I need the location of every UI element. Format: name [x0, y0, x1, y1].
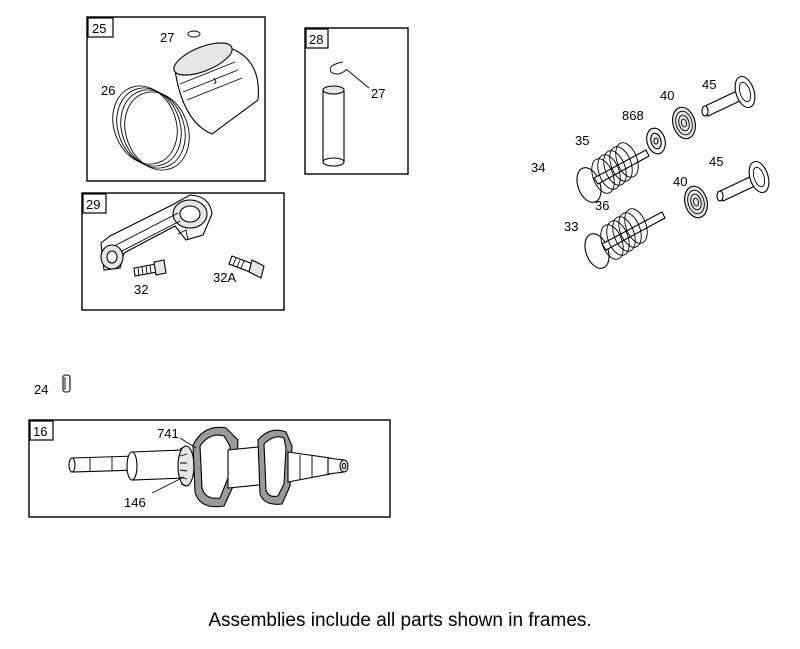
callout-36: 36: [595, 198, 609, 213]
frame-28: 28 27: [304, 27, 409, 175]
callout-40: 40: [673, 174, 687, 189]
valve-34-part: [576, 149, 650, 203]
callout-868: 868: [622, 108, 644, 123]
callout-45: 45: [702, 77, 716, 92]
rod-bolt-32-part: [133, 259, 167, 277]
rod-bolt-32a-part: [228, 255, 265, 279]
piston-rings-part: [112, 85, 190, 171]
frame-29: 29 32 32A: [81, 192, 285, 311]
callout-32a: 32A: [213, 270, 236, 285]
callout-34: 34: [531, 160, 545, 175]
callout-24: 24: [34, 382, 48, 397]
callout-40: 40: [660, 88, 674, 103]
callout-741: 741: [157, 426, 179, 441]
spring-35-part: [591, 142, 639, 194]
pin-clip-part: [329, 61, 347, 75]
crankshaft-part: [68, 426, 349, 508]
tappet-45-lower-part: [716, 160, 770, 202]
piston-pin-part: [322, 85, 345, 167]
callout-32: 32: [134, 282, 148, 297]
frame-28-label: 28: [309, 32, 323, 47]
valve-train: 45 40 868 35 34: [531, 75, 770, 269]
connecting-rod-part: [100, 194, 213, 271]
callout-146: 146: [124, 495, 146, 510]
seal-868-part: [646, 127, 666, 155]
callout-35: 35: [575, 133, 589, 148]
piston-part: [173, 42, 259, 135]
frame-16-label: 16: [33, 424, 47, 439]
callout-27: 27: [160, 30, 174, 45]
footer-note: Assemblies include all parts shown in fr…: [208, 610, 592, 631]
frame-16: 16 741: [28, 419, 391, 518]
retainer-40-lower-part: [684, 185, 708, 219]
retainer-40-upper-part: [672, 106, 696, 140]
tappet-45-upper-part: [701, 75, 756, 117]
callout-45: 45: [709, 154, 723, 169]
callout-33: 33: [564, 219, 578, 234]
frame-29-label: 29: [86, 197, 100, 212]
piston-clip-part: [187, 30, 201, 38]
frame-25-label: 25: [92, 21, 106, 36]
callout-27: 27: [371, 86, 385, 101]
key-24: 24: [34, 374, 71, 397]
callout-26: 26: [101, 83, 115, 98]
frame-25: 25 27 26: [86, 16, 266, 182]
spring-36-part: [600, 208, 648, 260]
